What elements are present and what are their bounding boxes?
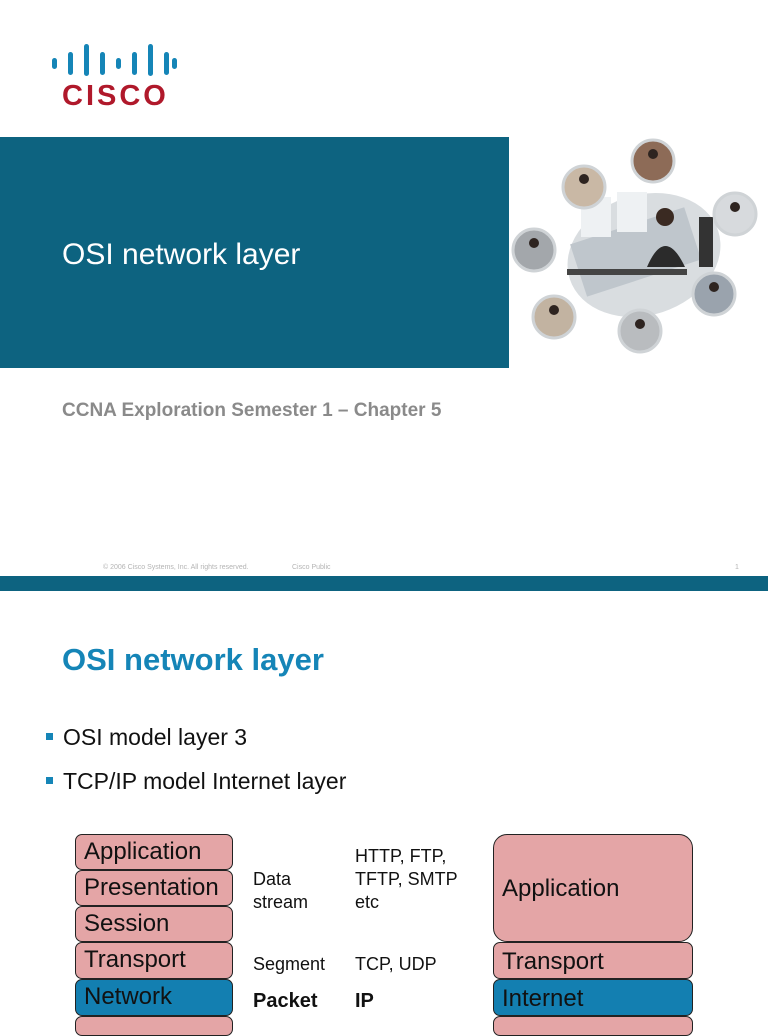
pdu-data-stream: Data stream xyxy=(253,869,309,912)
people-photo-collage-icon xyxy=(511,138,758,354)
tcpip-layer-transport: Transport xyxy=(493,942,693,979)
pdu-packet: Packet xyxy=(253,990,318,1012)
slide2-title: OSI network layer xyxy=(62,642,324,677)
protocols-transport: TCP, UDP xyxy=(355,954,437,974)
protocols-upper: HTTP, FTP, TFTP, SMTP etc xyxy=(355,846,458,912)
osi-layer-network: Network xyxy=(75,979,233,1016)
cisco-bars-icon xyxy=(52,44,177,76)
bullet-square-icon xyxy=(46,777,53,785)
title-slide: CISCO OSI network layer xyxy=(0,44,768,571)
slide-divider xyxy=(0,576,768,591)
pdu-segment: Segment xyxy=(253,954,326,974)
protocols-network: IP xyxy=(355,990,374,1012)
tcpip-layer-next xyxy=(493,1016,693,1036)
osi-layer-presentation: Presentation xyxy=(75,870,233,906)
photo-collage xyxy=(509,137,768,368)
osi-layer-transport: Transport xyxy=(75,942,233,979)
title-banner: OSI network layer xyxy=(0,137,768,368)
cisco-logo: CISCO xyxy=(52,44,177,112)
bullet-square-icon xyxy=(46,733,53,741)
slide-title: OSI network layer xyxy=(62,238,301,271)
tcpip-layer-application: Application xyxy=(493,834,693,942)
osi-layer-application: Application xyxy=(75,834,233,870)
bullet-item: TCP/IP model Internet layer xyxy=(46,768,346,795)
bullet-item: OSI model layer 3 xyxy=(46,724,247,751)
classification-text: Cisco Public xyxy=(292,564,331,571)
cisco-wordmark: CISCO xyxy=(62,80,169,112)
osi-layer-next xyxy=(75,1016,233,1036)
tcpip-layer-internet: Internet xyxy=(493,979,693,1016)
slide-subtitle: CCNA Exploration Semester 1 – Chapter 5 xyxy=(62,400,442,421)
copyright-text: © 2006 Cisco Systems, Inc. All rights re… xyxy=(103,564,249,571)
page-number: 1 xyxy=(735,564,739,571)
osi-layer-session: Session xyxy=(75,906,233,942)
